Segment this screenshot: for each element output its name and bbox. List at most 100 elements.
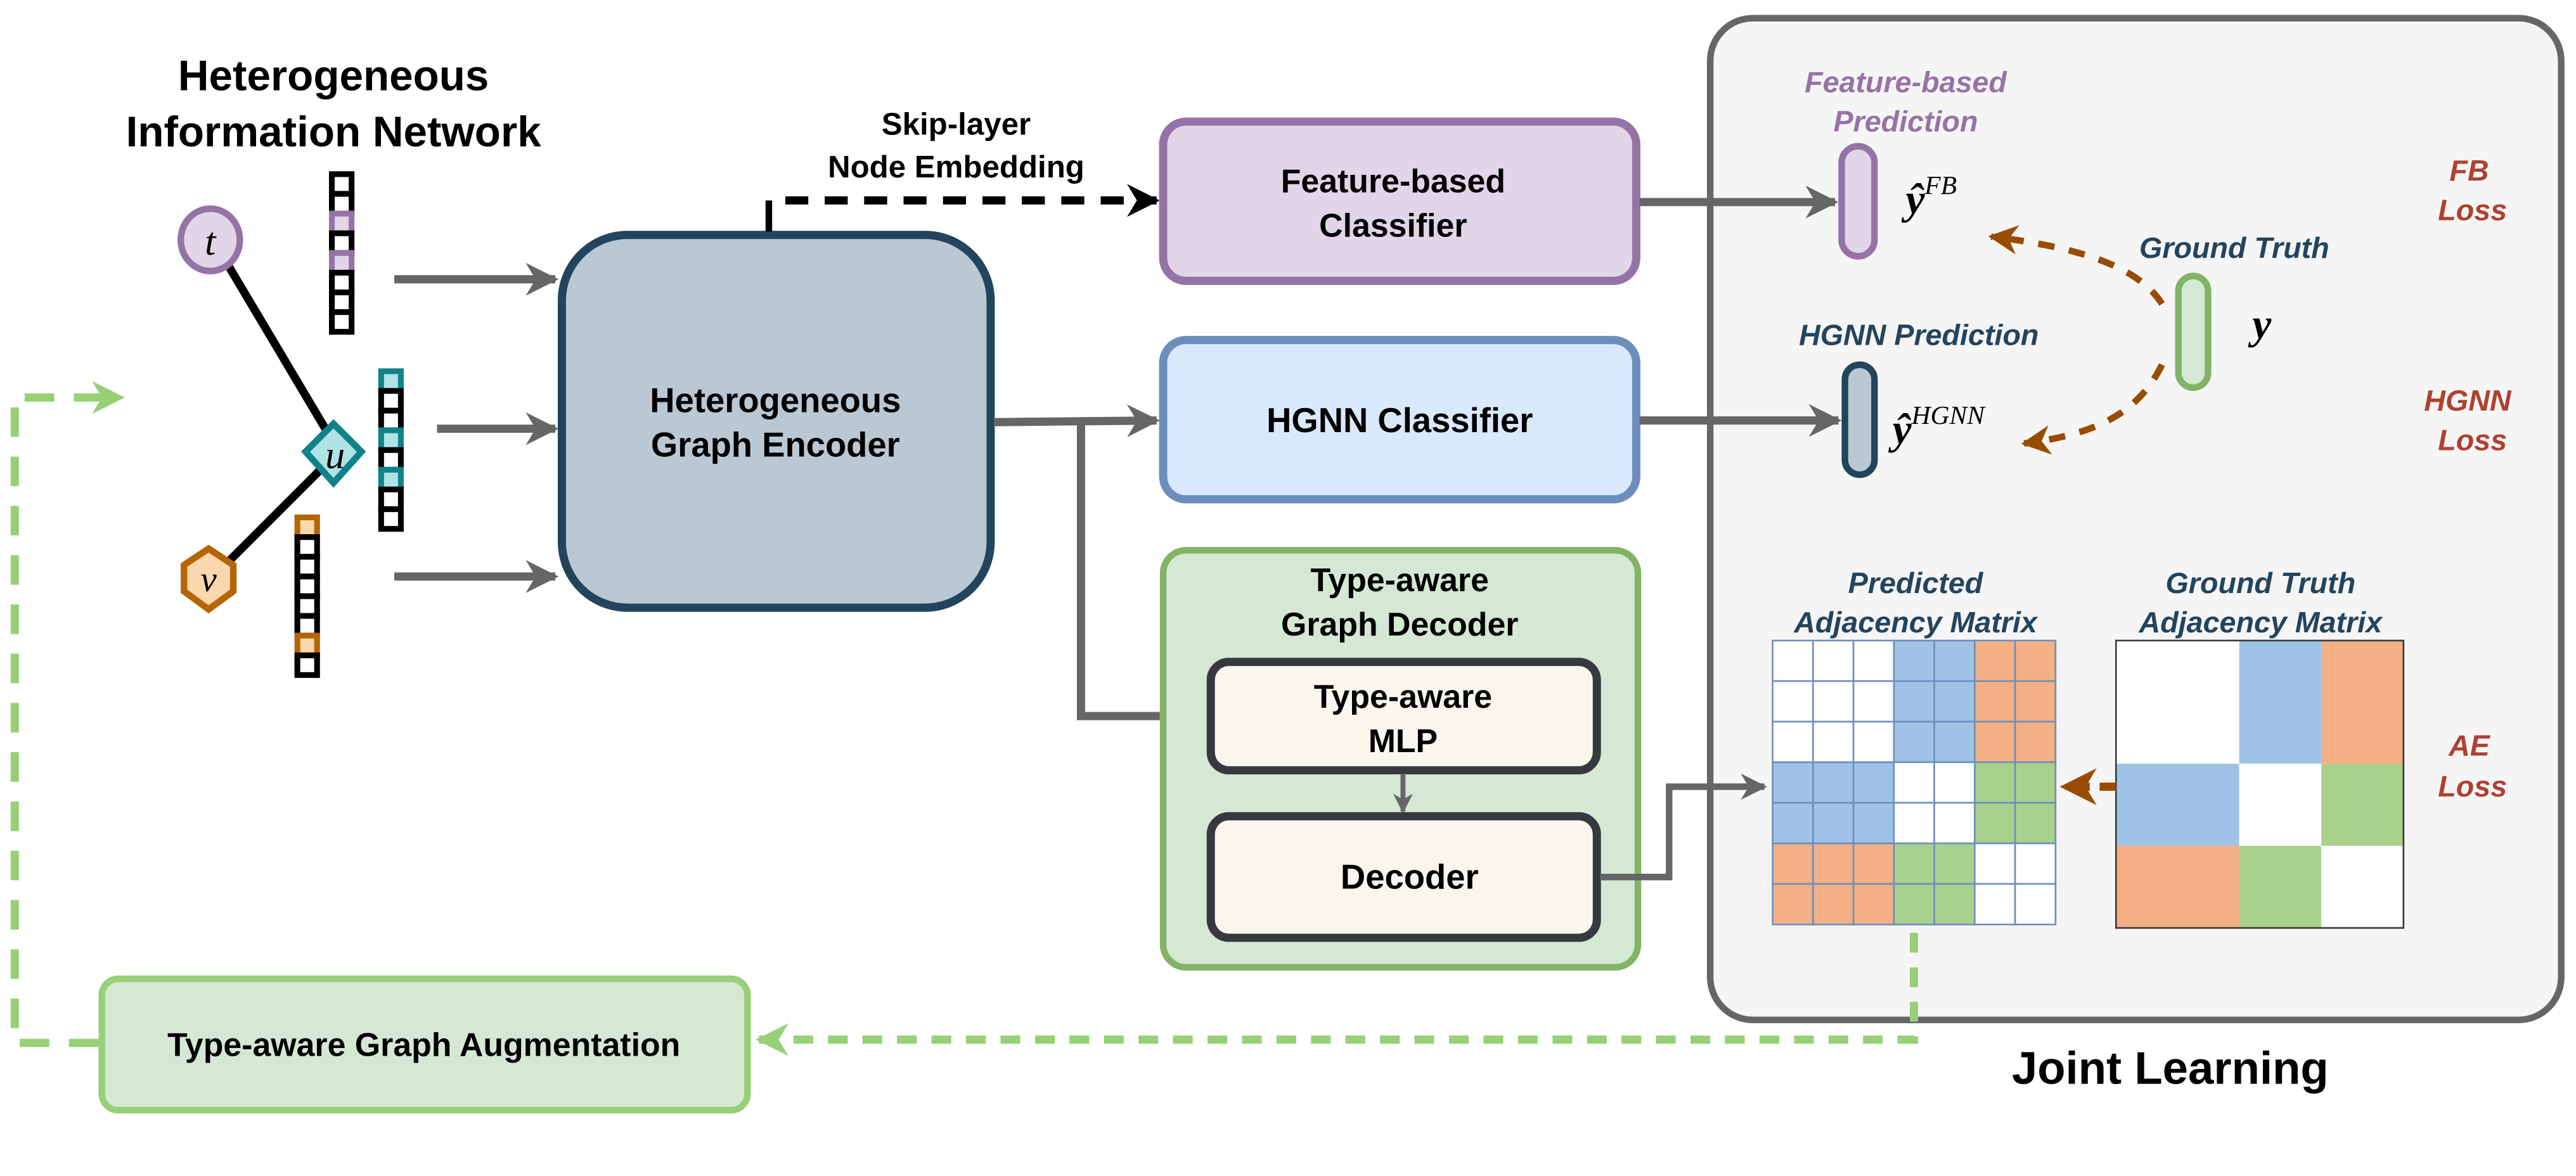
pred-matrix-cell	[1772, 639, 1814, 682]
fb-prediction-label-line1: Feature-based	[1805, 65, 2007, 98]
pred-matrix-cell	[1933, 761, 1976, 804]
pred-matrix-cell	[1812, 639, 1855, 682]
type-aware-graph-augmentation[interactable]: Type-aware Graph Augmentation	[98, 975, 751, 1114]
pred-matrix-cell	[1974, 680, 2016, 723]
pred-matrix-cell	[1933, 883, 1976, 926]
type-aware-graph-decoder[interactable]: Type-aware Graph Decoder Type-aware MLP …	[1159, 547, 1642, 971]
pred-matrix-cell	[1812, 842, 1855, 885]
pred-matrix-cell	[1812, 802, 1855, 845]
fb-y-hat: ŷ	[1902, 176, 1926, 223]
hgnn-loss-line2: Loss	[2438, 423, 2507, 456]
hgnn-prediction-symbol: ŷHGNN	[1888, 400, 1986, 453]
pred-matrix-cell	[2014, 680, 2057, 723]
pred-matrix-cell	[2014, 639, 2057, 682]
heterogeneous-graph-encoder[interactable]: Heterogeneous Graph Encoder	[557, 231, 995, 612]
decoder-box	[1206, 812, 1601, 942]
pred-matrix-cell	[1852, 761, 1895, 804]
hin-title-line1: Heterogeneous	[178, 53, 489, 100]
feature-based-classifier[interactable]: Feature-based Classifier	[1159, 117, 1640, 285]
pred-matrix-cell	[1852, 720, 1895, 764]
decoder[interactable]: Decoder	[1206, 812, 1601, 942]
type-aware-mlp[interactable]: Type-aware MLP	[1206, 658, 1601, 775]
pred-matrix-cell	[2014, 761, 2057, 804]
gt-matrix-block	[2239, 640, 2322, 764]
node-v[interactable]: v	[181, 544, 237, 614]
gt-matrix-block	[2116, 764, 2239, 846]
pred-matrix-cell	[2014, 842, 2057, 885]
encoder-box	[557, 231, 995, 612]
pred-matrix-cell	[1772, 883, 1814, 926]
pred-matrix-cell	[2014, 720, 2057, 764]
decoder-group-label-line2: Graph Decoder	[1281, 606, 1518, 642]
vector-cell-highlighted	[378, 427, 404, 453]
vector-cell	[378, 388, 404, 414]
mlp-label-line1: Type-aware	[1314, 678, 1492, 715]
vector-cell	[378, 506, 404, 532]
vector-cell	[378, 407, 404, 433]
encoder-label-line1: Heterogeneous	[650, 381, 901, 420]
pred-matrix-cell	[1852, 639, 1895, 682]
vector-cell-highlighted	[378, 368, 404, 394]
gt-matrix-block	[2239, 845, 2322, 928]
node-t[interactable]: t	[177, 205, 243, 274]
node-t-circle	[177, 205, 243, 274]
pred-matrix-cell	[1772, 680, 1814, 723]
vector-cell	[294, 554, 320, 580]
ground-truth-vector	[2175, 272, 2212, 391]
pred-matrix-cell	[1933, 720, 1976, 764]
pred-matrix-cell	[1893, 883, 1935, 926]
pred-matrix-cell	[1893, 802, 1935, 845]
node-v-hexagon	[181, 544, 237, 614]
decoder-to-matrix-arrow	[1600, 773, 1767, 881]
pred-matrix-cell	[1812, 720, 1855, 764]
pred-matrix-cell	[1933, 680, 1976, 723]
vector-cell	[329, 191, 355, 217]
fb-classifier-label-line2: Classifier	[1319, 207, 1467, 243]
vector-cell	[329, 230, 355, 256]
gt-adjacency-label-line2: Adjacency Matrix	[2139, 606, 2384, 639]
joint-learning-title: Joint Learning	[2012, 1043, 2329, 1094]
ae-loss-line2: Loss	[2438, 770, 2507, 803]
edge-u-v	[224, 462, 328, 566]
pred-matrix-cell	[1933, 639, 1976, 682]
node-v-label: v	[201, 559, 217, 599]
pred-matrix-cell	[1974, 883, 2016, 926]
hin-title-line2: Information Network	[126, 108, 542, 156]
hgnn-prediction-vector	[1841, 361, 1878, 478]
feature-vector-v	[294, 514, 320, 678]
pred-matrix-cell	[1852, 680, 1895, 723]
gt-matrix-block	[2321, 640, 2404, 764]
skip-layer-label-line1: Skip-layer	[882, 107, 1031, 142]
augmentation-box	[98, 975, 751, 1114]
gt-adjacency-label-line1: Ground Truth	[2166, 566, 2356, 599]
vector-cell-highlighted	[329, 250, 355, 276]
pred-matrix-cell	[1812, 883, 1855, 926]
pred-matrix-cell	[2014, 802, 2057, 845]
vector-cell	[294, 613, 320, 639]
vector-cell	[294, 652, 320, 678]
matrix-to-augmentation-dashed	[756, 933, 1918, 1056]
pred-matrix-cell	[1974, 842, 2016, 885]
hgnn-classifier[interactable]: HGNN Classifier	[1159, 336, 1640, 504]
gt-matrix-block	[2321, 845, 2404, 928]
pred-matrix-cell	[1772, 842, 1814, 885]
hgnn-prediction-label: HGNN Prediction	[1799, 318, 2038, 351]
node-u[interactable]: u	[300, 419, 366, 488]
pred-matrix-cell	[1974, 720, 2016, 764]
gt-matrix-block	[2116, 845, 2239, 928]
gt-matrix-block	[2239, 764, 2322, 846]
pred-matrix-cell	[1893, 639, 1935, 682]
pred-matrix-cell	[1852, 802, 1895, 845]
fb-loss-line2: Loss	[2438, 193, 2507, 226]
hgnn-superscript: HGNN	[1911, 400, 1987, 430]
vector-cell	[378, 447, 404, 473]
skip-layer-connection: Skip-layer Node Embedding	[765, 107, 1160, 232]
gt-matrix-block	[2116, 640, 2239, 764]
pred-matrix-cell	[1893, 761, 1935, 804]
pred-matrix-cell	[1933, 842, 1976, 885]
hgnn-classifier-label: HGNN Classifier	[1266, 401, 1533, 440]
skip-layer-label-line2: Node Embedding	[828, 150, 1085, 184]
vector-cell	[294, 573, 320, 599]
pred-matrix-cell	[1893, 680, 1935, 723]
